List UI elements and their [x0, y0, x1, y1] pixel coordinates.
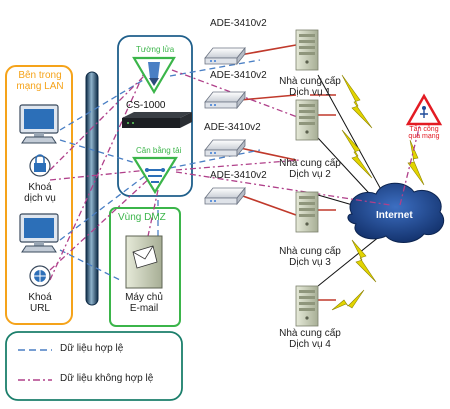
provider-tower-1	[295, 29, 319, 71]
provider-label-3-line1: Nhà cung cấp	[279, 246, 341, 257]
url-lock-label-line2: URL	[29, 303, 50, 314]
provider-tower-4	[295, 285, 319, 327]
provider-tower-2	[295, 99, 319, 141]
url-lock-label-line1: Khoá	[28, 292, 52, 303]
lightning-links	[331, 74, 425, 311]
lan-zone-title: Bên trong mạng LAN	[10, 70, 70, 92]
pc-icon-1	[19, 104, 59, 144]
provider-label-3-line2: Dịch vụ 3	[289, 257, 331, 268]
provider-tower-3	[295, 191, 319, 233]
dmz-zone-title: Vùng DMZ	[118, 212, 166, 223]
modem-icon-1	[204, 47, 246, 65]
provider-label-1: Nhà cung cấp Dịch vụ 1	[276, 76, 344, 98]
internet-label: Internet	[376, 210, 413, 221]
mail-server-label-line2: E-mail	[129, 303, 159, 314]
url-lock-icon	[29, 265, 51, 287]
attack-label-line2: qua mạng	[408, 133, 440, 140]
warning-icon	[405, 93, 443, 126]
provider-label-3: Nhà cung cấp Dịch vụ 3	[276, 246, 344, 268]
valid-data-flows	[59, 59, 261, 281]
modem-icon-3	[204, 139, 246, 157]
provider-label-1-line1: Nhà cung cấp	[279, 76, 341, 87]
modem-label-3: ADE-3410v2	[204, 122, 261, 133]
provider-label-2: Nhà cung cấp Dịch vụ 2	[276, 158, 344, 180]
firewall-icon	[132, 56, 176, 95]
mail-server-label: Máy chủ E-mail	[116, 292, 172, 314]
modem-label-1: ADE-3410v2	[210, 18, 267, 29]
service-lock-label-line1: Khoá	[28, 182, 52, 193]
invalid-data-flows	[49, 63, 425, 281]
cs-1000-device	[122, 112, 192, 128]
provider-label-2-line1: Nhà cung cấp	[279, 158, 341, 169]
firewall-label: Tường lửa	[136, 45, 175, 54]
cs-1000-label: CS-1000	[126, 100, 166, 111]
attack-label: Tấn công qua mạng	[402, 126, 446, 140]
legend-valid-text: Dữ liệu hợp lệ	[60, 343, 124, 354]
provider-label-1-line2: Dịch vụ 1	[289, 87, 331, 98]
modem-label-2: ADE-3410v2	[210, 70, 267, 81]
service-lock-label: Khoá dịch vụ	[14, 182, 66, 204]
load-balancer-label: Cân bằng tải	[136, 146, 182, 155]
service-lock-icon	[29, 154, 51, 177]
load-balancer-icon	[132, 156, 178, 195]
mail-server-label-line1: Máy chủ	[125, 292, 163, 303]
lan-zone-title-line1: Bên trong	[18, 70, 62, 81]
lan-zone	[5, 65, 73, 325]
modem-label-4: ADE-3410v2	[210, 170, 267, 181]
lan-zone-title-line2: mạng LAN	[16, 81, 64, 92]
mail-server-icon	[125, 235, 163, 289]
attack-label-line1: Tấn công	[409, 126, 439, 133]
provider-label-2-line2: Dịch vụ 2	[289, 169, 331, 180]
url-lock-label: Khoá URL	[14, 292, 66, 314]
modem-icon-4	[204, 187, 246, 205]
modem-icon-2	[204, 91, 246, 109]
provider-label-4: Nhà cung cấp Dịch vụ 4	[276, 328, 344, 350]
provider-label-4-line2: Dịch vụ 4	[289, 339, 331, 350]
service-lock-label-line2: dịch vụ	[24, 193, 56, 204]
legend-box	[5, 331, 183, 401]
internet-cloud	[347, 182, 445, 243]
pc-icon-2	[19, 213, 59, 253]
dmz-zone	[109, 207, 181, 327]
provider-label-4-line1: Nhà cung cấp	[279, 328, 341, 339]
legend-invalid-text: Dữ liệu không hợp lệ	[60, 373, 154, 384]
